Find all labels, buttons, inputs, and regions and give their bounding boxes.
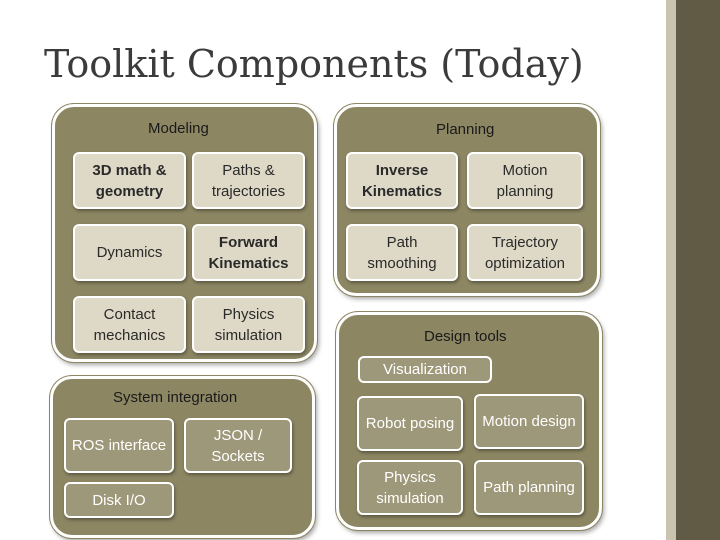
slide-title: Toolkit Components (Today) xyxy=(44,42,584,86)
side-stripe-dark xyxy=(676,0,720,540)
design-tools-label: Design tools xyxy=(424,328,507,345)
box-inverse-kinematics: Inverse Kinematics xyxy=(346,152,458,209)
box-dynamics: Dynamics xyxy=(73,224,186,281)
box-paths-trajectories: Paths & trajectories xyxy=(192,152,305,209)
box-trajectory-optimization: Trajectory optimization xyxy=(467,224,583,281)
box-forward-kinematics: Forward Kinematics xyxy=(192,224,305,281)
box-json-sockets: JSON / Sockets xyxy=(184,418,292,473)
box-path-smoothing: Path smoothing xyxy=(346,224,458,281)
planning-label: Planning xyxy=(436,121,495,138)
box-robot-posing: Robot posing xyxy=(357,396,463,451)
system-integration-label: System integration xyxy=(113,389,238,406)
box-disk-io: Disk I/O xyxy=(64,482,174,518)
box-path-planning: Path planning xyxy=(474,460,584,515)
box-3d-math-geometry: 3D math & geometry xyxy=(73,152,186,209)
box-physics-simulation-modeling: Physics simulation xyxy=(192,296,305,353)
box-motion-design: Motion design xyxy=(474,394,584,449)
box-motion-planning: Motion planning xyxy=(467,152,583,209)
side-stripe-light xyxy=(666,0,676,540)
modeling-label: Modeling xyxy=(148,120,209,137)
box-visualization: Visualization xyxy=(358,356,492,383)
box-contact-mechanics: Contact mechanics xyxy=(73,296,186,353)
box-physics-simulation-design: Physics simulation xyxy=(357,460,463,515)
box-ros-interface: ROS interface xyxy=(64,418,174,473)
